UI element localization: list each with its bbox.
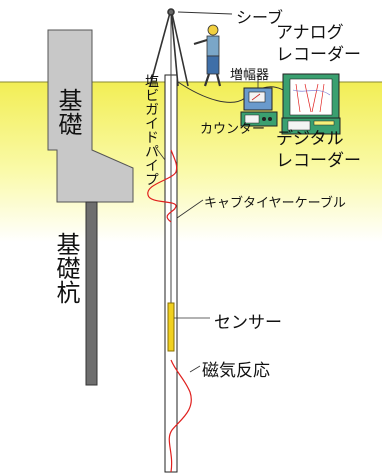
foundation-pile (85, 201, 98, 386)
sheave-leader (177, 11, 233, 15)
cable-label-leader (176, 199, 204, 219)
digital-recorder-label: デジタル レコーダー (276, 129, 361, 171)
foundation-pile-label: 基礎杭 (52, 232, 80, 304)
amplifier-icon (243, 87, 273, 111)
pipe-label-leader (155, 147, 166, 161)
amplifier-label: 増幅器 (230, 68, 270, 83)
foundation-label: 基礎 (54, 88, 82, 136)
foundation-block (47, 29, 134, 203)
analog-recorder-label: アナログ レコーダー (276, 23, 361, 65)
tripod-icon (149, 8, 189, 87)
sensor (167, 302, 175, 352)
cabtire-cable-curve (177, 81, 246, 103)
counter-icon (240, 111, 278, 127)
sheave-label: シーブ (236, 8, 284, 27)
magnetic-response-lower (168, 359, 192, 473)
sensor-label: センサー (214, 313, 282, 333)
worker-icon (193, 24, 222, 87)
magnetic-response-upper (147, 149, 178, 223)
pvc-guide-pipe-label: 塩ビガイドパイプ (143, 74, 159, 186)
analog-recorder-icon (282, 73, 340, 121)
counter-label: カウンター (200, 122, 266, 137)
magnetic-response-label: 磁気反応 (202, 361, 270, 381)
digital-recorder-icon (281, 117, 341, 135)
cabtire-cable-label: キャブタイヤーケーブル (204, 196, 346, 211)
response-label-leader (189, 365, 201, 373)
